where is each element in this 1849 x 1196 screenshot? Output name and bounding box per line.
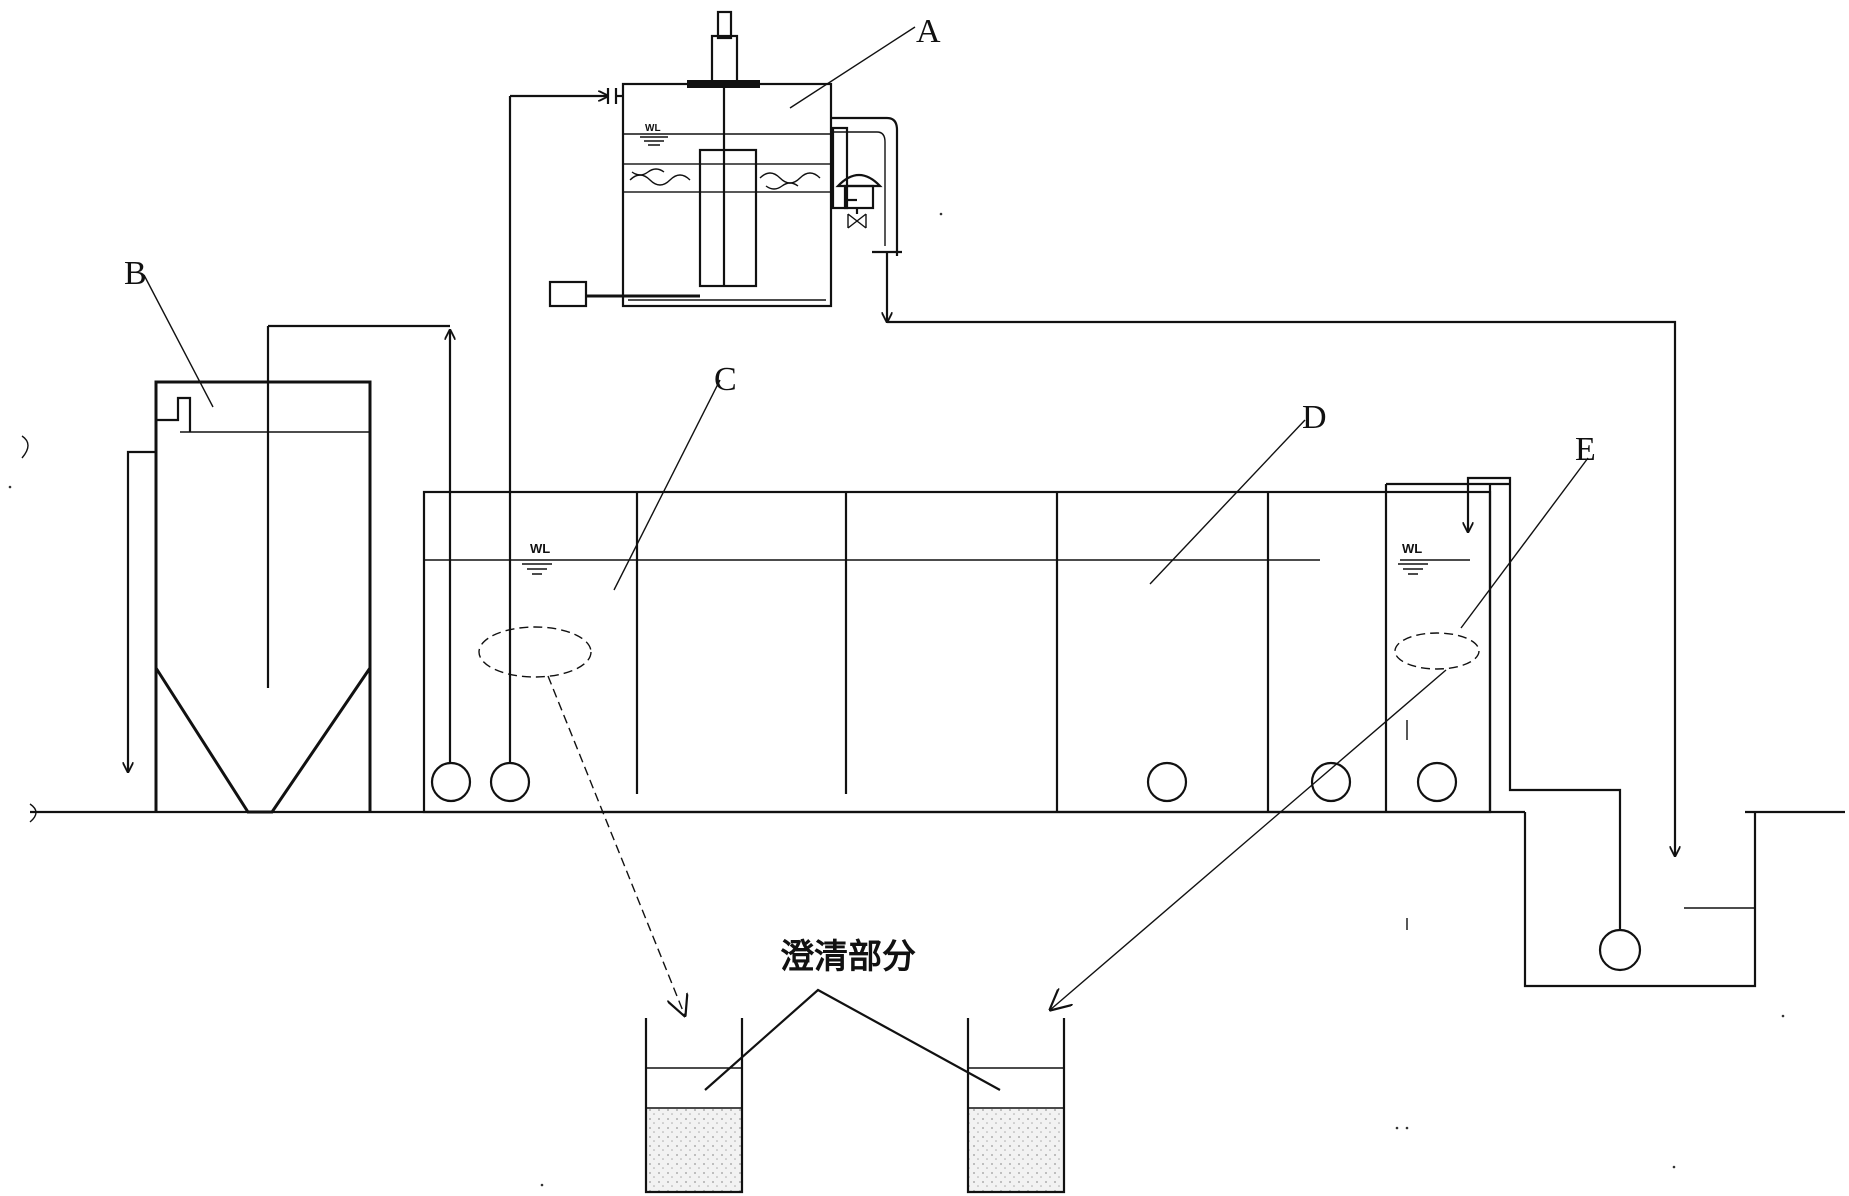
label-b: B [124, 255, 147, 292]
beaker-left [644, 1018, 744, 1194]
wl-mark-a: WL [645, 123, 661, 134]
scan-specks [8, 212, 1785, 1187]
effluent-pit [887, 320, 1757, 988]
leader-lines [143, 26, 1589, 629]
label-e: E [1575, 431, 1596, 468]
unit-a: WL [510, 10, 902, 322]
label-c: C [714, 361, 737, 398]
pump-lines [450, 96, 512, 764]
wl-mark-c: WL [530, 541, 550, 556]
label-d: D [1302, 399, 1327, 436]
caption-pointers [704, 988, 1001, 1091]
tank-b [128, 324, 450, 814]
sample-arrows [547, 669, 1447, 1016]
caption-clarified-portion: 澄清部分 [780, 937, 916, 977]
ground-line [21, 435, 1845, 823]
main-tank: WL WL [422, 476, 1622, 930]
wl-mark-e: WL [1402, 541, 1422, 556]
beaker-right [966, 1018, 1066, 1194]
label-a: A [916, 13, 941, 50]
